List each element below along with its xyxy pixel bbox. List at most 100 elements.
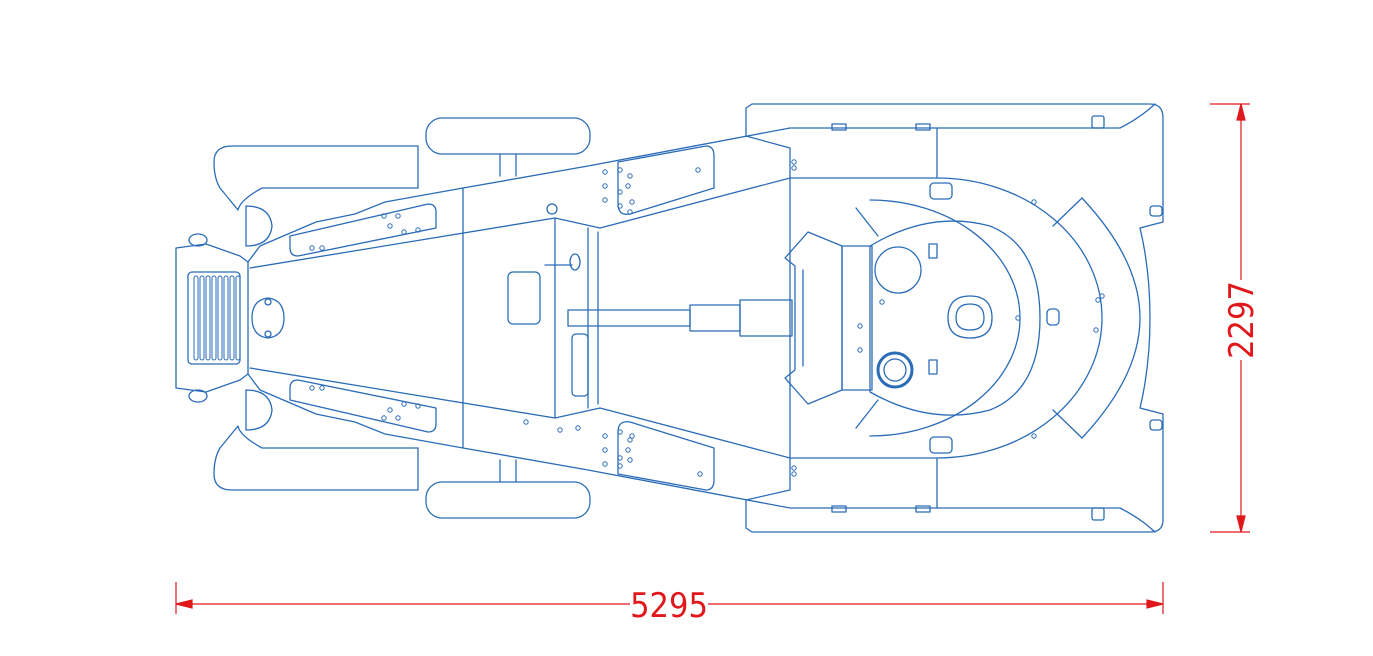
rivet — [381, 213, 387, 219]
rear-bracket-3 — [1149, 205, 1163, 217]
hull-inner-lower — [249, 367, 791, 459]
engine-hatch — [571, 333, 589, 397]
mantlet — [841, 245, 873, 391]
rivet — [602, 169, 608, 175]
tow-hook-bottom — [188, 389, 208, 403]
rivet — [1031, 199, 1037, 205]
rivets — [309, 159, 1105, 477]
gun-barrel-sleeve — [689, 304, 741, 332]
lifting-eye — [546, 203, 558, 215]
rivet — [695, 167, 701, 173]
rivet — [415, 227, 421, 233]
rivet — [629, 433, 635, 439]
rivet — [602, 183, 608, 189]
rivet — [791, 159, 797, 165]
rivet — [617, 429, 623, 435]
rivet — [401, 229, 407, 235]
grille-slat — [193, 275, 199, 361]
rivet — [617, 455, 623, 461]
deck-clip-3 — [831, 505, 847, 513]
width-arrow-top — [1236, 103, 1246, 121]
rivet — [319, 385, 325, 391]
loader-periscope-inner — [883, 358, 907, 382]
tow-hook-top — [188, 233, 208, 247]
rivet — [617, 167, 623, 173]
rivet — [381, 415, 387, 421]
lower-wheel — [425, 481, 591, 519]
turret-hatch-inner — [955, 303, 985, 331]
rivet — [1093, 327, 1099, 333]
rivet — [617, 189, 623, 195]
rivet — [1031, 433, 1037, 439]
vision-block-top — [929, 182, 953, 200]
ring-segment-4 — [855, 399, 879, 429]
rivet — [857, 323, 863, 329]
rivet — [1015, 315, 1021, 321]
front-plate-bolt-2 — [264, 330, 272, 338]
grille-slat — [217, 275, 223, 361]
turret-ring-outer — [789, 177, 1103, 459]
rivet — [697, 471, 703, 477]
rivet — [629, 199, 635, 205]
commander-cupola — [874, 246, 922, 294]
rivet — [415, 403, 421, 409]
rivet — [523, 419, 529, 425]
rivet — [627, 457, 633, 463]
turret-fitting-a — [928, 243, 938, 259]
upper-front-mudguard — [213, 145, 419, 211]
rear-curve-top — [1119, 103, 1156, 129]
rear-bracket-2 — [1091, 507, 1105, 521]
lower-front-mudguard — [213, 425, 419, 491]
upper-fender — [617, 145, 715, 215]
ring-segment-2 — [1052, 409, 1083, 439]
turret-body — [869, 220, 1041, 416]
rivet — [602, 447, 608, 453]
rivet — [401, 401, 407, 407]
rivet — [791, 471, 797, 477]
grab-handle — [569, 253, 581, 271]
front-plate-bolt — [264, 298, 272, 306]
rivet — [602, 433, 608, 439]
width-arrow-bottom — [1236, 515, 1246, 533]
vehicle-outline — [175, 103, 1164, 533]
rivet — [395, 415, 401, 421]
rivet — [309, 245, 315, 251]
deck-clip-2 — [915, 123, 931, 131]
rivet — [387, 407, 393, 413]
turret-hatch — [947, 295, 993, 339]
radiator-grille — [187, 271, 241, 365]
rivet — [387, 223, 393, 229]
turret-ring-inner — [869, 199, 1021, 437]
rivet — [395, 213, 401, 219]
grille-slat — [205, 275, 211, 361]
rivet — [879, 299, 885, 305]
grille-slats — [193, 275, 241, 361]
rear-deck-outline — [745, 103, 1164, 533]
length-arrow-left — [175, 599, 193, 609]
grille-slat — [229, 275, 235, 361]
deck-clip-4 — [915, 505, 931, 513]
rivet — [602, 461, 608, 467]
rivet — [319, 245, 325, 251]
rear-curve-bottom — [1119, 507, 1156, 533]
rivet — [625, 183, 631, 189]
ring-arc-right — [1081, 197, 1141, 439]
rivet — [791, 465, 797, 471]
rivet — [309, 385, 315, 391]
rivet — [1099, 293, 1105, 299]
turret-fitting-b — [928, 359, 938, 375]
width-dimension-label: 2297 — [1222, 281, 1262, 359]
vision-block-bottom — [929, 436, 953, 454]
turret-fitting-right — [1046, 308, 1060, 326]
rivet — [617, 203, 623, 209]
upper-wheel — [425, 117, 591, 155]
ring-segment-1 — [1052, 197, 1083, 227]
rivet — [602, 197, 608, 203]
rivet — [791, 165, 797, 171]
grille-slat — [235, 275, 241, 361]
ring-segment-3 — [855, 207, 879, 237]
dimension-lines — [175, 103, 1250, 614]
hull-lower-edge — [247, 373, 791, 509]
grille-slat — [211, 275, 217, 361]
